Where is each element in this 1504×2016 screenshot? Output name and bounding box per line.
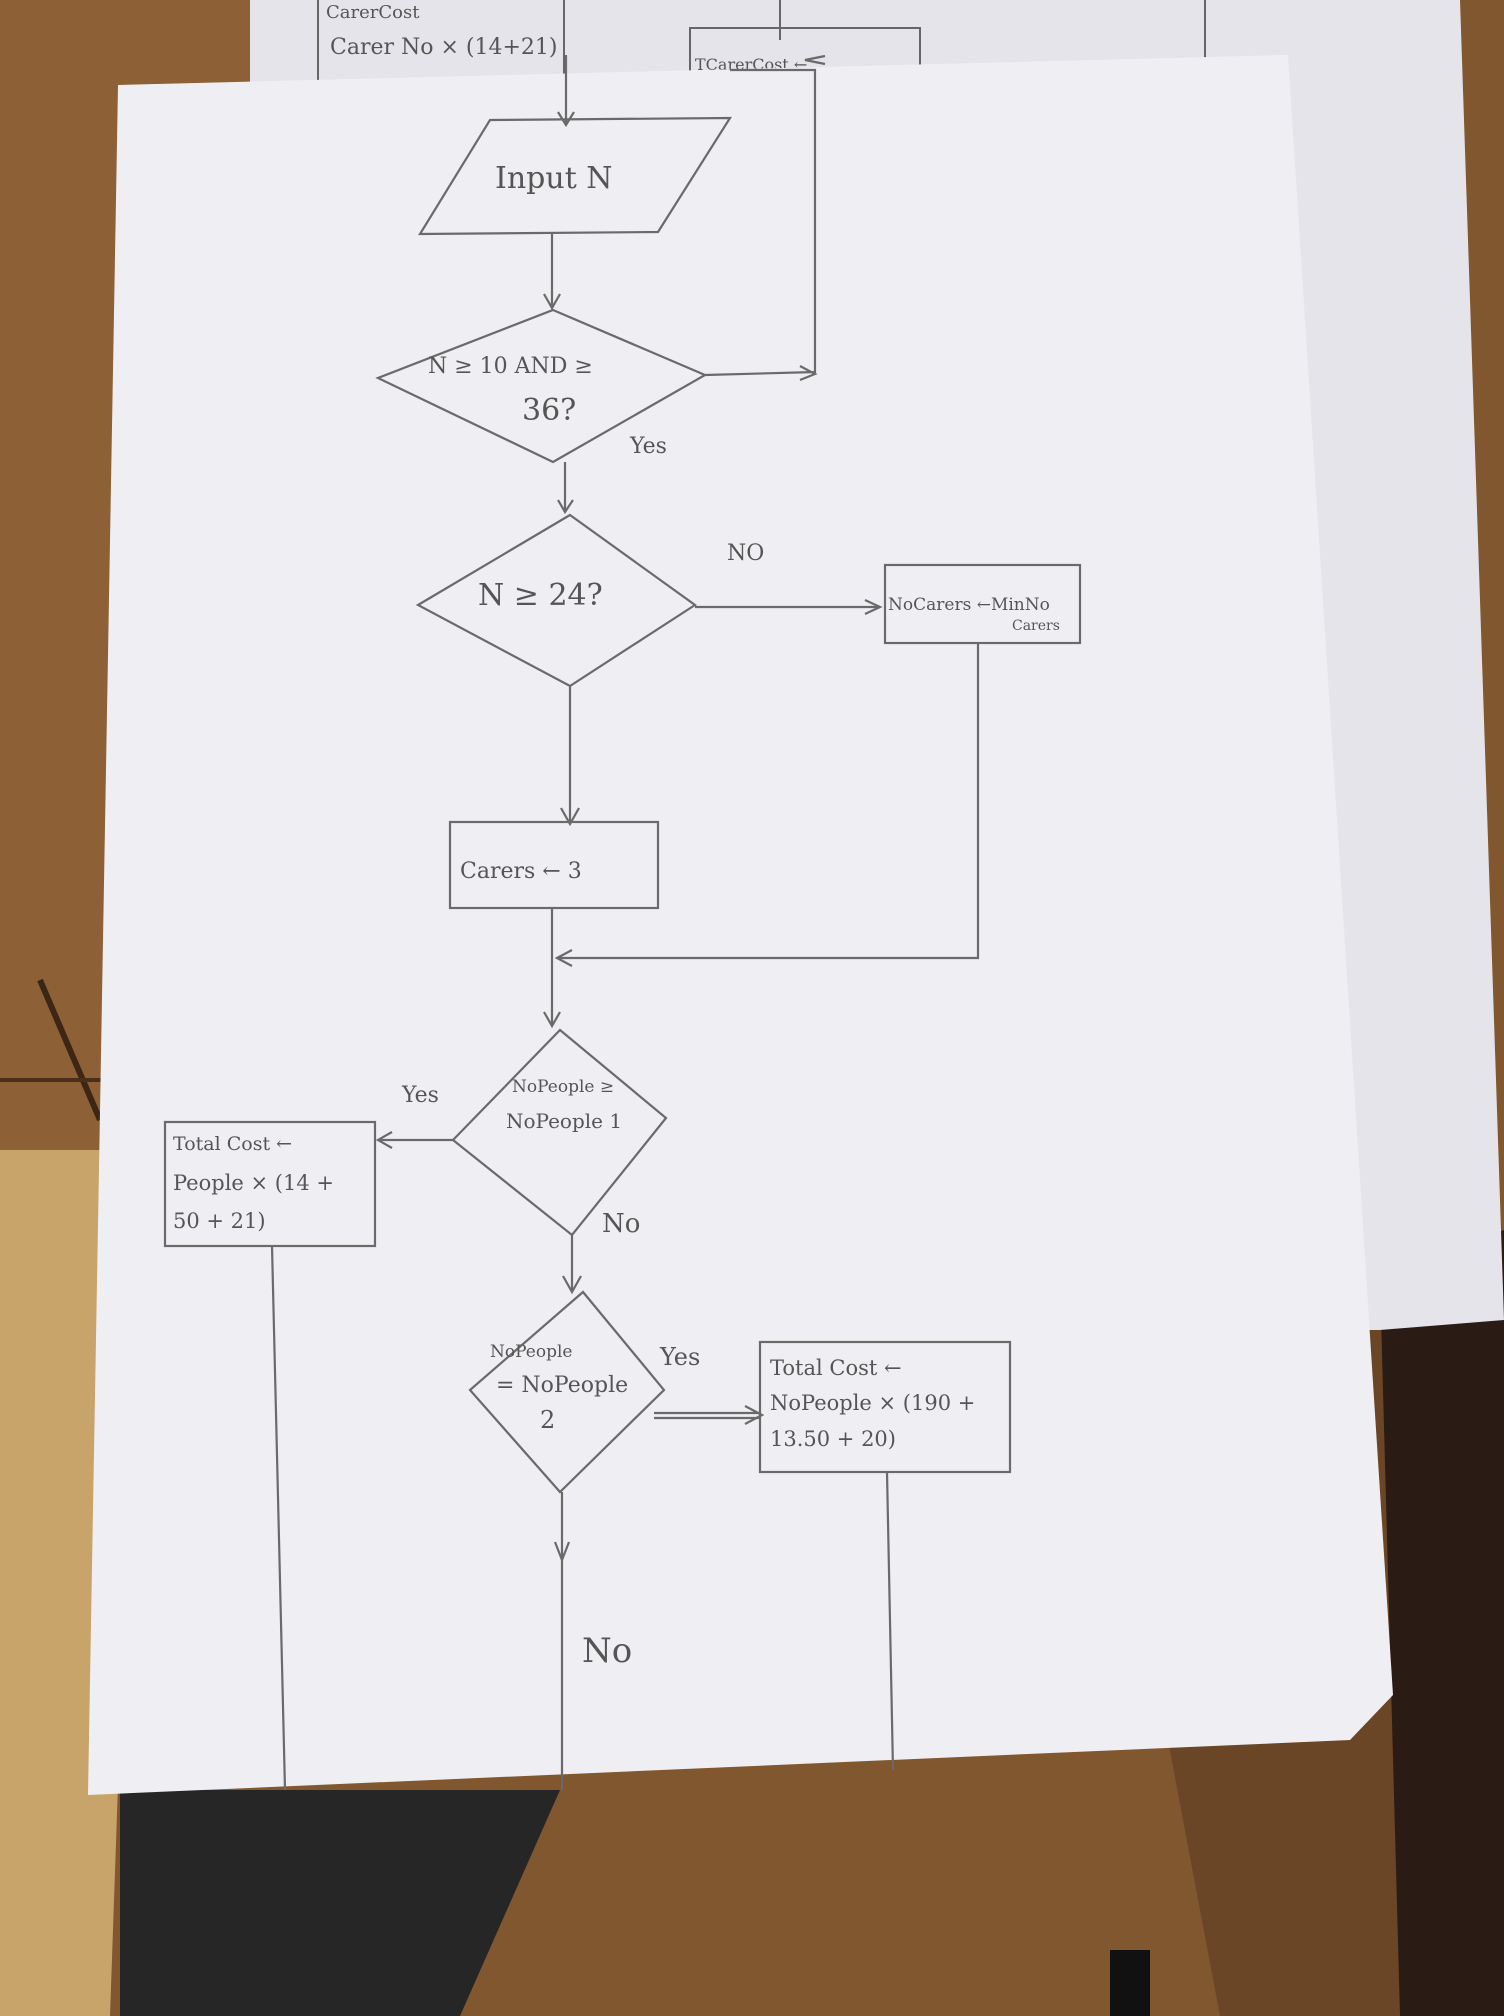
back-box-line2: Carer No × (14+21): [330, 35, 558, 60]
arrowhead: [557, 499, 574, 515]
total1-line2: People × (14 +: [173, 1171, 334, 1195]
decision3-line1: NoPeople ≥: [512, 1077, 614, 1097]
decision4-line1: NoPeople: [490, 1342, 572, 1362]
total2-line2: NoPeople × (190 +: [770, 1391, 975, 1415]
back-box-line1: CarerCost: [326, 2, 420, 23]
input-label: Input N: [495, 161, 613, 196]
decision3-no-label: No: [602, 1209, 640, 1239]
decision4-line3: 2: [540, 1406, 555, 1434]
flowchart-labels: Input N N ≥ 10 AND ≥ 36? Yes N ≥ 24? NO …: [173, 161, 1060, 1671]
total2-line3: 13.50 + 20): [770, 1427, 896, 1451]
connector-down: [885, 1471, 895, 1771]
carers-label: Carers ← 3: [460, 859, 582, 884]
process-nocarers-box: [883, 563, 1082, 645]
arrowhead: [864, 599, 883, 615]
arrowhead: [375, 1131, 393, 1149]
arrowhead: [799, 365, 818, 382]
decision2-no-label: NO: [727, 541, 764, 566]
decision4-yes-label: Yes: [659, 1343, 700, 1371]
decision1-yes-label: Yes: [629, 434, 667, 459]
arrowhead: [543, 1011, 561, 1029]
decision-range-diamond: [375, 308, 708, 464]
decision3-yes-label: Yes: [401, 1083, 439, 1108]
front-paper-sheet: [88, 55, 1393, 1795]
arrowhead: [554, 949, 573, 967]
input-parallelogram: [418, 116, 733, 236]
decision4-no-label: No: [582, 1631, 632, 1671]
arrowhead: [804, 54, 826, 66]
arrowhead: [744, 1405, 765, 1425]
decision3-line2: NoPeople 1: [506, 1109, 622, 1133]
process-carers-box: [448, 820, 660, 910]
arrowhead: [553, 1541, 571, 1564]
process-total-cost-2-box: [758, 1340, 1012, 1474]
decision-nopeople2-diamond: [468, 1290, 666, 1494]
process-total-cost-1-box: [163, 1120, 377, 1248]
total1-line1: Total Cost ←: [173, 1133, 292, 1155]
arrowhead: [560, 807, 580, 827]
connector-down: [270, 1245, 287, 1791]
total1-line3: 50 + 21): [173, 1209, 266, 1233]
decision1-line2: 36?: [522, 393, 576, 428]
decision1-line1: N ≥ 10 AND ≥: [428, 354, 593, 379]
arrowhead: [562, 1275, 582, 1295]
arrowhead: [557, 111, 575, 128]
nocarers-line2: Carers: [1012, 618, 1060, 634]
decision4-line2: = NoPeople: [496, 1373, 628, 1398]
nocarers-line1: NoCarers ←MinNo: [888, 595, 1050, 615]
total2-line1: Total Cost ←: [770, 1356, 902, 1380]
connector-loop-back: [704, 68, 817, 377]
connector-merge: [557, 643, 980, 960]
flowchart: [163, 54, 1082, 1791]
arrowhead: [543, 293, 561, 311]
decision2-text: N ≥ 24?: [478, 578, 603, 613]
